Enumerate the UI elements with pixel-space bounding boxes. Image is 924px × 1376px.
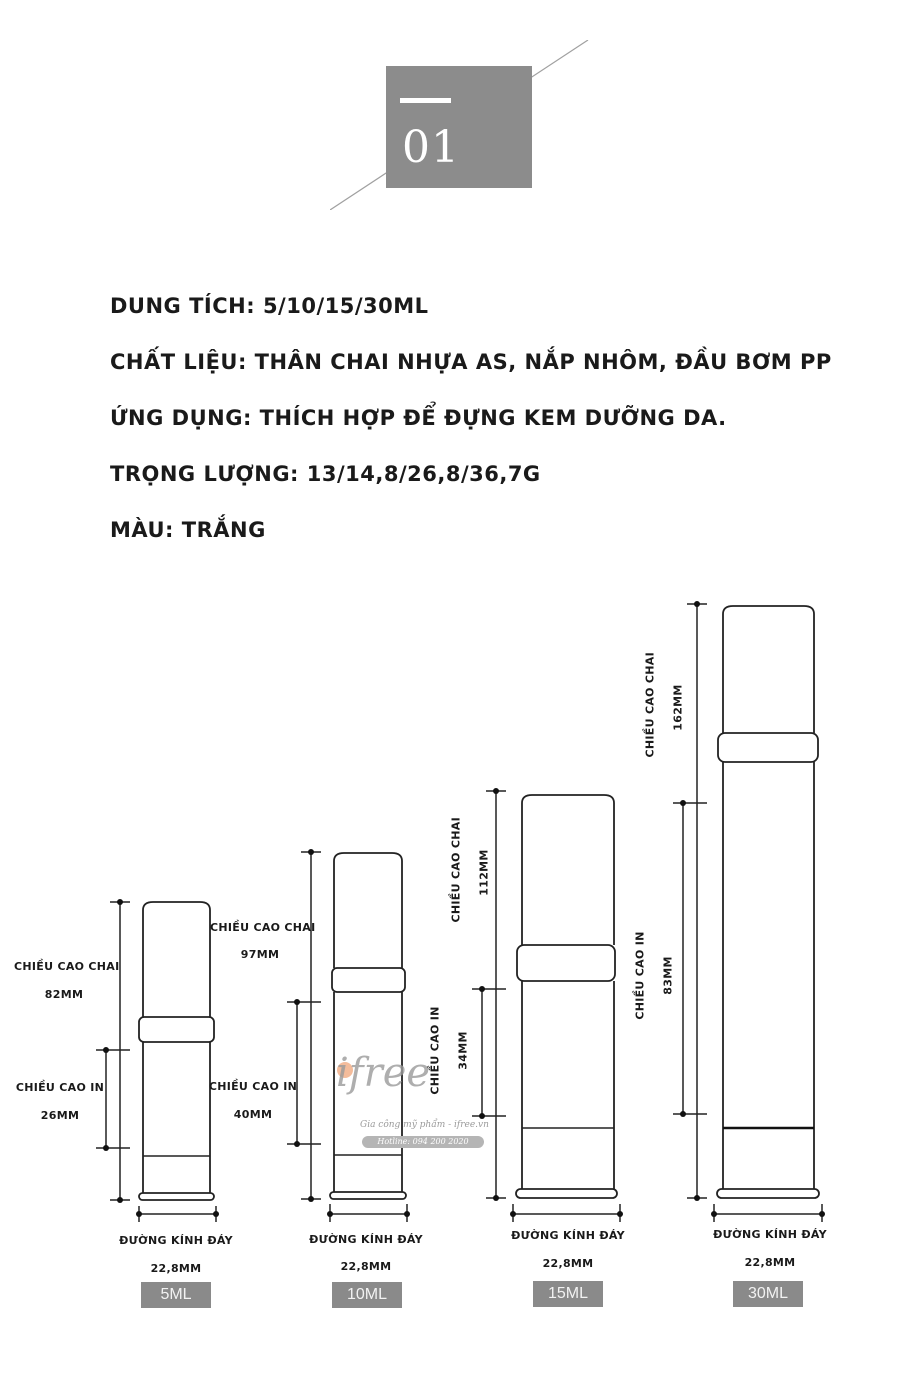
spec-capacity: DUNG TÍCH: 5/10/15/30ML: [110, 294, 429, 318]
spec-list: DUNG TÍCH: 5/10/15/30ML CHẤT LIỆU: THÂN …: [110, 292, 832, 572]
bottle-15ml-drawing: [472, 788, 623, 1222]
bottle-5ml-size-badge: 5ML: [141, 1282, 211, 1308]
bottle-5ml-diameter-label: ĐƯỜNG KÍNH ĐÁY: [119, 1234, 233, 1247]
bottle-5ml-height-label: CHIỀU CAO CHAI: [14, 960, 120, 973]
watermark-logo-text: free: [348, 1050, 431, 1096]
watermark-hotline: Hotline: 094 200 2020: [362, 1136, 484, 1148]
bottle-10ml-diameter-label: ĐƯỜNG KÍNH ĐÁY: [309, 1233, 423, 1246]
bottle-5ml-height-value: 82MM: [44, 988, 84, 1001]
bottle-10ml-height-label: CHIỀU CAO CHAI: [210, 921, 316, 934]
bottle-30ml-height-label: CHIỀU CAO CHAI: [643, 652, 657, 758]
bottle-5ml-diameter-value: 22,8MM: [150, 1262, 202, 1275]
bottle-30ml-height-value: 162MM: [671, 684, 685, 731]
watermark-logo: ifree: [336, 1050, 431, 1096]
bottle-30ml-diameter-value: 22,8MM: [744, 1256, 796, 1269]
section-number: 01: [402, 122, 460, 173]
bottle-30ml-print-label: CHIỀU CAO IN: [633, 931, 647, 1020]
bottle-15ml-height-value: 112MM: [477, 849, 491, 896]
bottle-10ml-drawing: [287, 849, 410, 1222]
bottle-30ml-size-badge: 30ML: [733, 1281, 803, 1307]
bottle-10ml-height-value: 97MM: [240, 948, 280, 961]
spec-weight: TRỌNG LƯỢNG: 13/14,8/26,8/36,7G: [110, 462, 541, 486]
bottle-15ml-diameter-label: ĐƯỜNG KÍNH ĐÁY: [511, 1229, 625, 1242]
watermark-logo-dot: [337, 1062, 353, 1078]
spec-usage: ỨNG DỤNG: THÍCH HỢP ĐỂ ĐỰNG KEM DƯỠNG DA…: [110, 406, 727, 430]
bottle-15ml-size-badge: 15ML: [533, 1281, 603, 1307]
bottle-30ml-drawing: [673, 601, 825, 1222]
bottle-10ml-print-value: 40MM: [233, 1108, 273, 1121]
watermark-tagline: Gia công mỹ phẩm - ifree.vn: [360, 1120, 489, 1130]
bottle-10ml-print-label: CHIỀU CAO IN: [208, 1080, 298, 1093]
section-number-box: 01: [386, 66, 532, 188]
spec-material: CHẤT LIỆU: THÂN CHAI NHỰA AS, NẮP NHÔM, …: [110, 350, 832, 374]
spec-color: MÀU: TRẮNG: [110, 518, 266, 542]
bottle-15ml-print-value: 34MM: [456, 1031, 470, 1070]
bottle-5ml-print-label: CHIỀU CAO IN: [15, 1081, 105, 1094]
bottle-5ml-print-value: 26MM: [40, 1109, 80, 1122]
bottle-15ml-print-label: CHIỀU CAO IN: [428, 1006, 442, 1095]
bottle-30ml-print-value: 83MM: [661, 956, 675, 995]
bottle-15ml-diameter-value: 22,8MM: [542, 1257, 594, 1270]
bottle-30ml-diameter-label: ĐƯỜNG KÍNH ĐÁY: [713, 1228, 827, 1241]
bottle-15ml-height-label: CHIỀU CAO CHAI: [449, 817, 463, 923]
bottle-10ml-size-badge: 10ML: [332, 1282, 402, 1308]
section-number-dash: [400, 98, 451, 103]
bottle-5ml-drawing: [96, 899, 219, 1222]
bottle-10ml-diameter-value: 22,8MM: [340, 1260, 392, 1273]
